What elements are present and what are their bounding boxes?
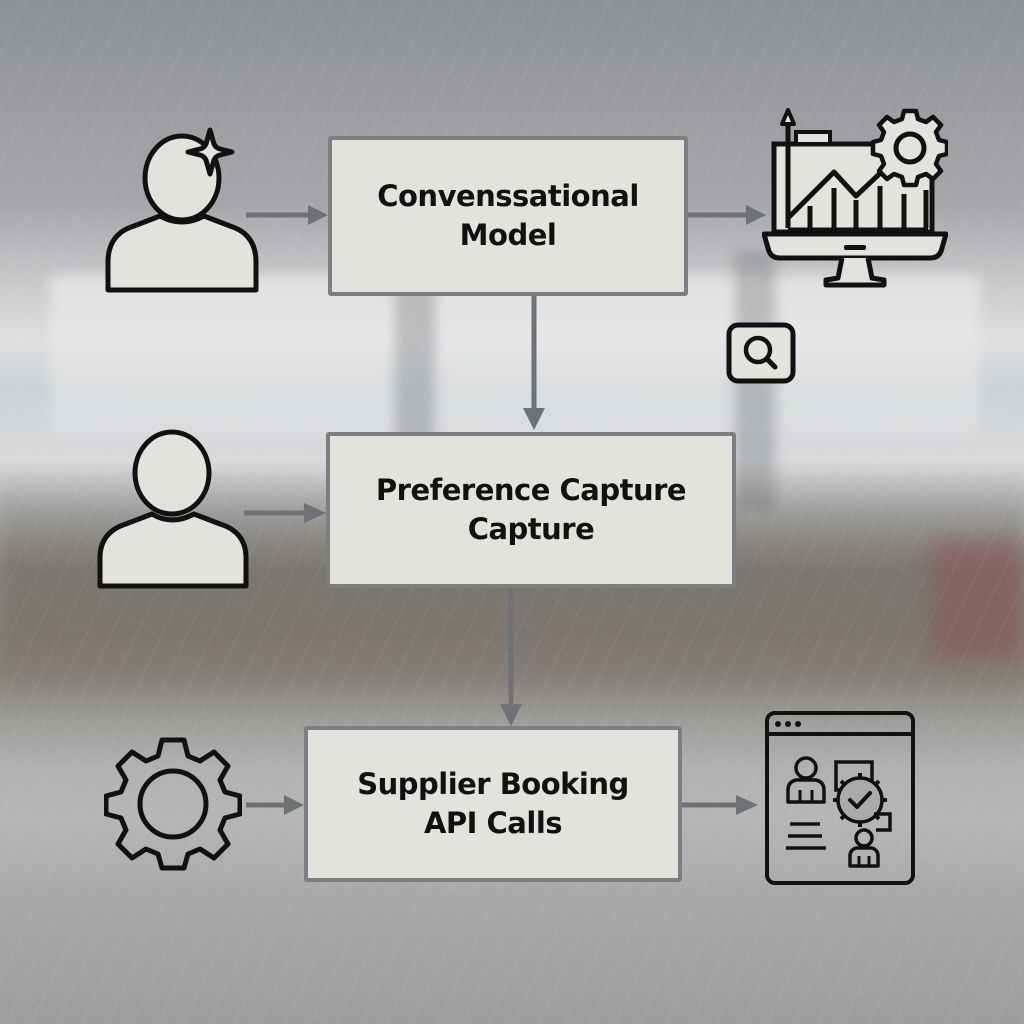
node-label-line-2: API Calls <box>423 806 563 840</box>
arrow-user-to-conversational-model <box>246 204 328 226</box>
user-icon <box>96 428 250 590</box>
user-with-sparkle-icon <box>104 126 260 294</box>
background-red-crate <box>930 540 1024 660</box>
analytics-monitor-gear-icon <box>762 108 948 288</box>
arrow-user-to-preference-capture <box>244 502 326 524</box>
node-supplier-booking[interactable]: Supplier Booking API Calls <box>304 726 682 882</box>
gear-icon <box>104 736 242 872</box>
node-preference-capture[interactable]: Preference Capture Capture <box>326 432 736 588</box>
node-label-line-2: Capture <box>467 512 595 546</box>
node-label-line-1: Preference Capture <box>375 473 687 508</box>
search-icon[interactable] <box>726 322 796 384</box>
arrow-conversational-model-to-analytics <box>688 204 766 226</box>
node-conversational-model[interactable]: Convenssational Model <box>328 136 688 296</box>
arrow-gear-to-supplier-booking <box>246 794 304 816</box>
node-label-line-1: Convenssational <box>377 179 639 214</box>
arrow-preference-capture-to-supplier-booking <box>499 588 523 726</box>
arrow-conversational-model-to-preference-capture <box>522 296 546 430</box>
browser-users-approval-icon <box>764 710 916 886</box>
arrow-supplier-booking-to-browser <box>682 794 758 816</box>
background-windows <box>50 275 980 435</box>
node-label-line-1: Supplier Booking <box>357 767 629 802</box>
node-label-line-2: Model <box>459 218 557 252</box>
